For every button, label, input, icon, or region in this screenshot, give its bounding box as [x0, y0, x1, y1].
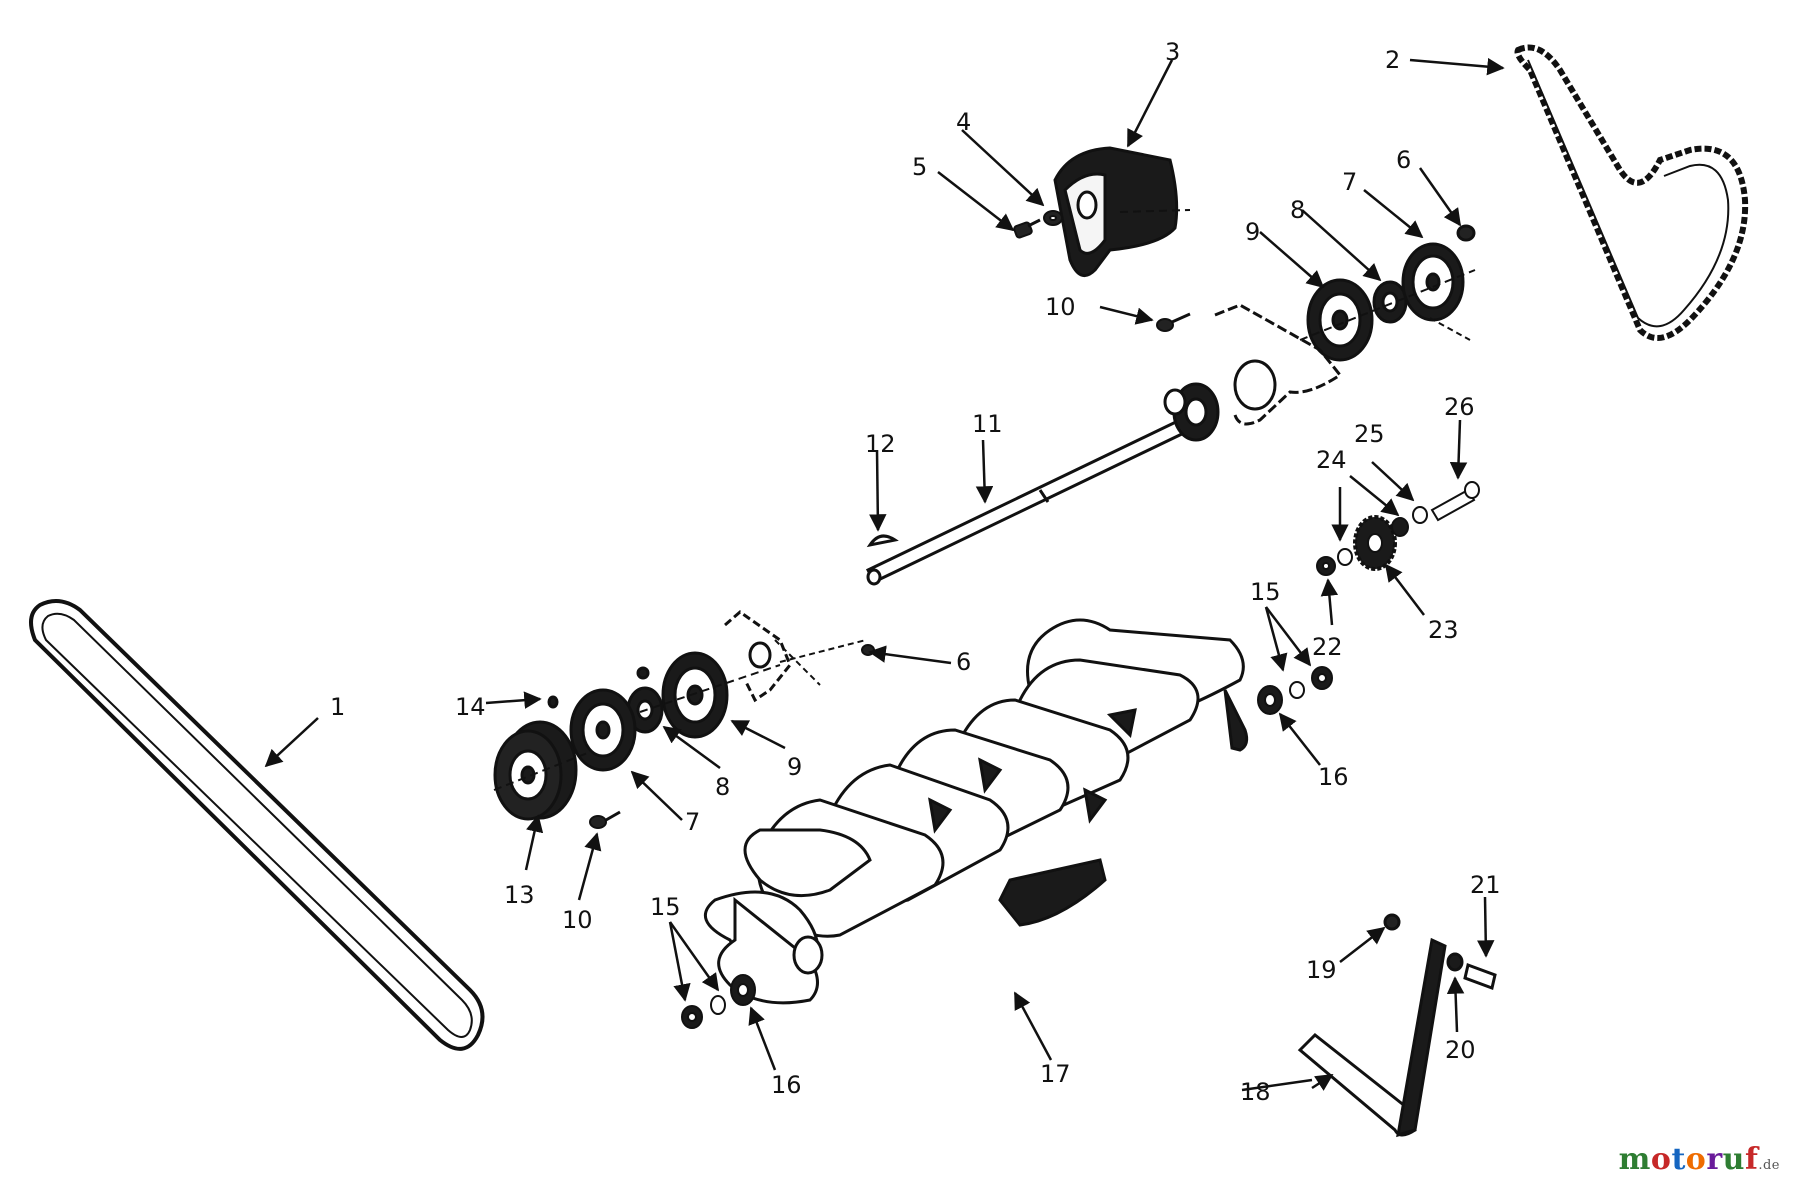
auger-support-bracket [1297, 913, 1497, 1138]
callout-20: 20 [1445, 1036, 1476, 1064]
watermark-suffix: .de [1758, 1158, 1780, 1173]
callout-13: 13 [504, 881, 535, 909]
callout-8-lower: 8 [715, 773, 730, 801]
callout-16-left: 16 [771, 1071, 802, 1099]
callout-6-lower: 6 [956, 648, 971, 676]
watermark-letter: f [1744, 1142, 1759, 1177]
callout-5: 5 [912, 153, 927, 181]
callout-12: 12 [865, 430, 896, 458]
callout-8-upper: 8 [1290, 196, 1305, 224]
left-bearing-assembly [569, 651, 781, 772]
left-housing-bracket [724, 610, 867, 703]
sprocket-assembly [1316, 481, 1480, 576]
watermark-letter: r [1706, 1142, 1723, 1177]
set-screw-lower [589, 810, 621, 829]
callout-19: 19 [1306, 956, 1337, 984]
callout-26: 26 [1444, 393, 1475, 421]
watermark-letter: o [1650, 1142, 1672, 1177]
callout-10-lower: 10 [562, 906, 593, 934]
callout-1: 1 [330, 693, 345, 721]
callout-labels: 1 2 3 4 5 6 6 7 7 8 8 9 9 10 10 11 12 13… [330, 38, 1501, 1106]
right-bearing-assembly [1299, 224, 1476, 362]
watermark-letter: u [1722, 1142, 1745, 1177]
left-auger-bearing [681, 974, 756, 1029]
set-screw-upper [1156, 312, 1191, 332]
callout-11: 11 [972, 410, 1003, 438]
v-belt [29, 599, 485, 1051]
chain-guard [1053, 146, 1191, 278]
callout-25: 25 [1354, 420, 1385, 448]
callout-14: 14 [455, 693, 486, 721]
watermark-letter: t [1671, 1142, 1686, 1177]
callout-15-left: 15 [650, 893, 681, 921]
guard-screw-and-washer [1013, 210, 1063, 239]
callout-10-upper: 10 [1045, 293, 1076, 321]
callout-7-lower: 7 [685, 808, 700, 836]
watermark-text: motoruf [1619, 1142, 1759, 1177]
site-watermark-logo: motoruf.de [1619, 1142, 1780, 1177]
callout-arrows [264, 57, 1505, 1092]
callout-9-upper: 9 [1245, 218, 1260, 246]
right-housing-bracket [1214, 303, 1343, 426]
callout-16-right: 16 [1318, 763, 1349, 791]
callout-22: 22 [1312, 633, 1343, 661]
right-auger-bearing [1257, 666, 1333, 715]
woodruff-key [866, 534, 899, 548]
callout-6-upper: 6 [1396, 146, 1411, 174]
drive-pulley [493, 695, 591, 821]
watermark-letter: m [1618, 1142, 1651, 1177]
callout-23: 23 [1428, 616, 1459, 644]
callout-17: 17 [1040, 1060, 1071, 1088]
callout-7-upper: 7 [1342, 168, 1357, 196]
spiral-auger [704, 618, 1249, 1005]
watermark-letter: o [1685, 1142, 1707, 1177]
callout-24: 24 [1316, 446, 1347, 474]
auger-drive-shaft [865, 382, 1220, 586]
callout-21: 21 [1470, 871, 1501, 899]
callout-4: 4 [956, 108, 971, 136]
drive-chain [1514, 44, 1749, 341]
callout-3: 3 [1165, 38, 1180, 66]
callout-9-lower: 9 [787, 753, 802, 781]
callout-15-right: 15 [1250, 578, 1281, 606]
callout-18: 18 [1240, 1078, 1271, 1106]
callout-2: 2 [1385, 46, 1400, 74]
